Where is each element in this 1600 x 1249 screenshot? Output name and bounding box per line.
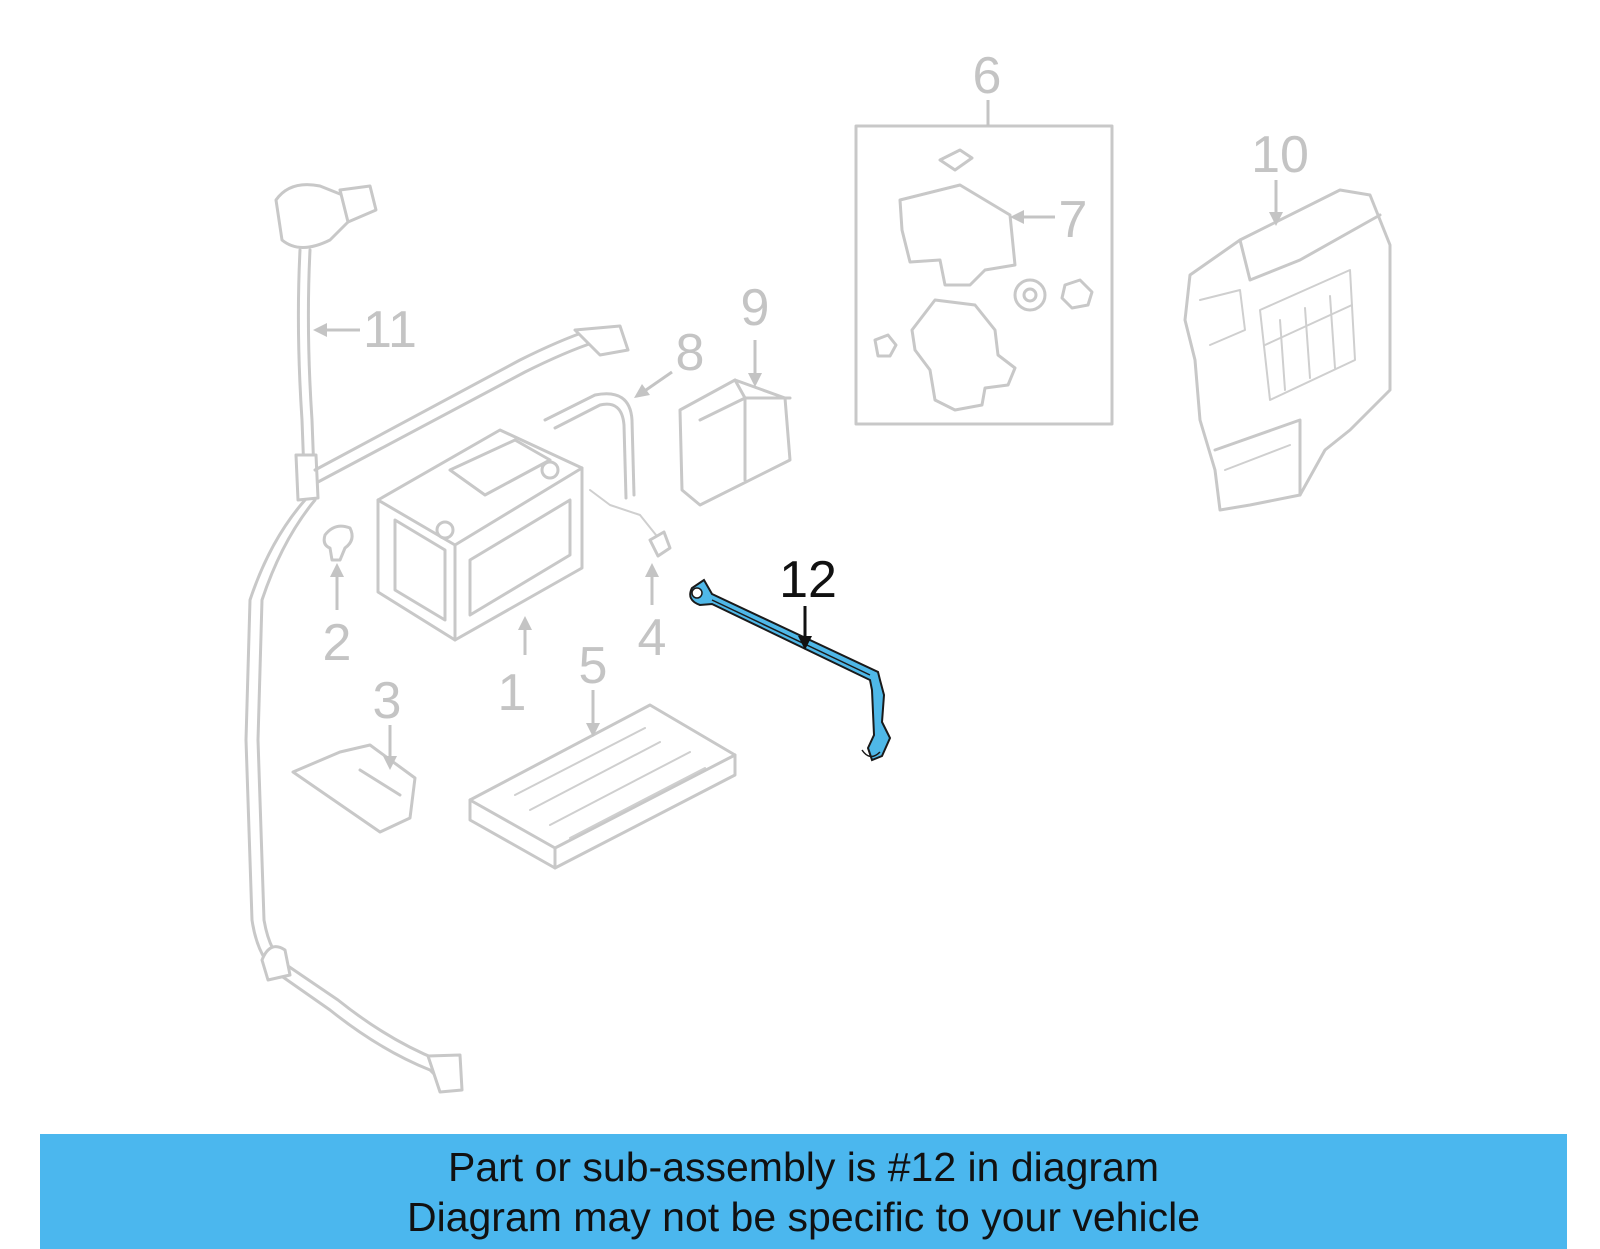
- part-5-tray: [468, 703, 737, 870]
- callout-4: 4: [638, 609, 667, 667]
- callout-9: 9: [741, 279, 770, 337]
- part-12-cable: [689, 578, 892, 762]
- part-3-bracket: [291, 743, 417, 834]
- callout-arrows: [313, 100, 1283, 770]
- part-2-bolt: [322, 524, 354, 562]
- part-9-relay: [678, 378, 792, 507]
- part-4-sensor: [589, 489, 672, 558]
- callout-10: 10: [1251, 126, 1309, 184]
- callout-8: 8: [676, 324, 705, 382]
- callout-labels: 1 2 3 4 5 6 7 8 9 10 11 12: [323, 47, 1309, 730]
- notice-banner: Part or sub-assembly is #12 in diagram D…: [40, 1134, 1567, 1249]
- part-11-harness: [244, 183, 630, 1094]
- part-8-cable: [543, 392, 636, 500]
- callout-7: 7: [1059, 191, 1088, 249]
- callout-5: 5: [579, 637, 608, 695]
- part-10-fuse-block: [1183, 188, 1392, 512]
- notice-line-2: Diagram may not be specific to your vehi…: [406, 1193, 1200, 1240]
- part-6-box: [854, 124, 1114, 426]
- callout-6: 6: [973, 47, 1002, 105]
- callout-3: 3: [373, 672, 402, 730]
- callout-1: 1: [498, 664, 527, 722]
- part-1-battery: [376, 428, 584, 642]
- callout-12: 12: [779, 551, 837, 609]
- callout-2: 2: [323, 614, 352, 672]
- callout-11: 11: [363, 301, 417, 359]
- notice-line-1: Part or sub-assembly is #12 in diagram: [448, 1143, 1159, 1190]
